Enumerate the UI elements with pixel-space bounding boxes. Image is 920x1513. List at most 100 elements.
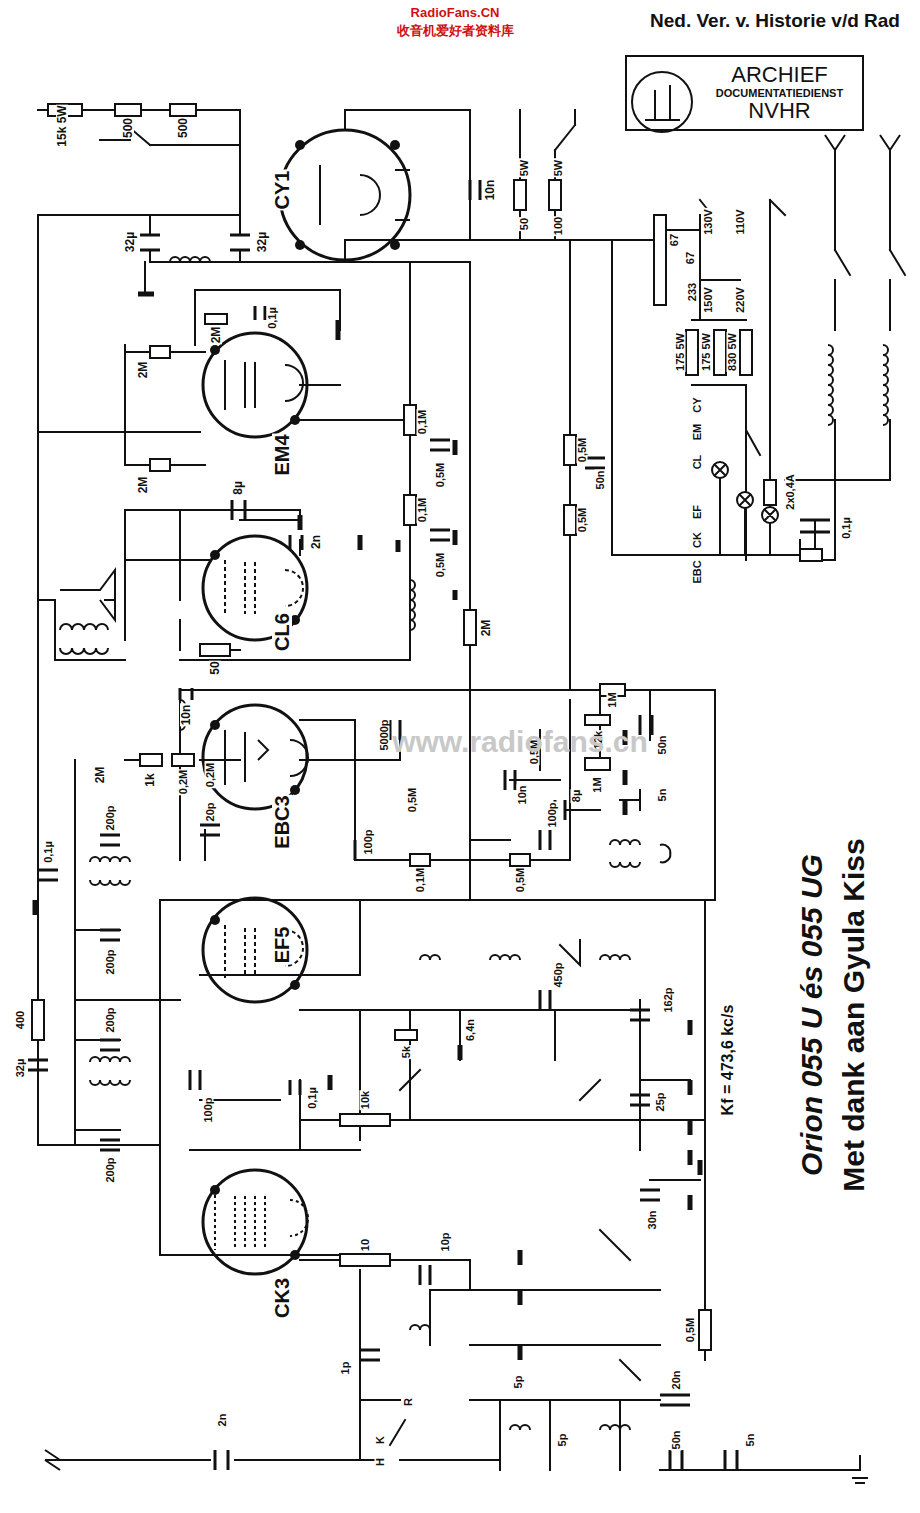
component-value: 20n: [671, 1370, 682, 1391]
component-value: 2n: [217, 1413, 228, 1428]
component-value: 20p: [205, 802, 216, 823]
component-value: 0,1µ: [267, 306, 278, 330]
component-value: 0,5M: [435, 552, 446, 578]
component-value: R: [403, 1397, 414, 1407]
component-value: 5p: [557, 1433, 568, 1448]
component-value: 6,4n: [465, 1018, 476, 1042]
component-value: 1p: [340, 1361, 351, 1376]
component-value: 32µ: [15, 1058, 26, 1079]
component-value: 50: [209, 660, 221, 675]
component-value: 0,5M: [577, 507, 588, 533]
stamp-text: DOCUMENTATIEDIENST: [703, 87, 856, 99]
component-value: 0,5M: [515, 867, 526, 893]
header-text: 收音机爱好者资料库: [396, 24, 515, 37]
component-value: 0,5M: [407, 787, 418, 813]
archive-stamp: ARCHIEFDOCUMENTATIEDIENSTNVHR: [625, 55, 864, 131]
watermark: www.radiofans.cn: [391, 727, 649, 757]
component-value: 5000p: [379, 718, 390, 751]
component-value: 1M: [592, 776, 603, 793]
credit-caption: Met dank aan Gyula Kiss: [839, 837, 869, 1192]
tube-name: EBC3: [272, 794, 292, 849]
component-value: H: [375, 1457, 386, 1467]
component-value: 130V: [703, 208, 714, 236]
tube-name: EM4: [272, 433, 292, 476]
component-value: 25p: [655, 1092, 666, 1113]
component-value: 15k 5W: [56, 104, 68, 147]
component-value: 2M: [137, 476, 149, 495]
component-value: CK: [692, 531, 703, 549]
stamp-text: ARCHIEF: [703, 63, 856, 87]
component-value: 100p: [203, 1096, 214, 1123]
component-value: 150V: [703, 286, 714, 314]
component-value: 10n: [484, 179, 496, 202]
component-value: 5W: [519, 159, 530, 178]
tube-name: CK3: [272, 1277, 292, 1319]
component-value: 2n: [310, 534, 322, 550]
tube-name: CY1: [272, 170, 292, 211]
component-value: 200p: [105, 948, 116, 975]
component-value: 0,1µ: [841, 516, 852, 540]
component-value: 32µ: [256, 231, 268, 253]
component-value: 100: [553, 216, 564, 236]
stamp-text: NVHR: [703, 99, 856, 123]
component-value: 5n: [745, 1433, 756, 1448]
component-value: 200p: [105, 1006, 116, 1033]
component-value: EM: [692, 423, 703, 442]
component-value: K: [375, 1435, 386, 1445]
component-value: 2x0,4A: [785, 473, 796, 510]
component-value: 30n: [647, 1210, 658, 1231]
component-value: 110V: [735, 208, 746, 235]
diagram-title: Orion 055 U és 055 UG: [797, 853, 827, 1177]
component-value: 67: [669, 233, 680, 247]
component-value: 5W: [553, 159, 564, 178]
tube-name: CL6: [272, 612, 292, 652]
component-value: 0,2M: [205, 762, 216, 788]
component-value: 2M: [94, 766, 106, 785]
component-value: 400: [15, 1010, 26, 1030]
component-value: 100p: [363, 828, 374, 855]
component-value: 0,5M: [577, 437, 588, 463]
component-value: 10k: [360, 1090, 371, 1110]
component-value: 8µ: [571, 789, 582, 803]
component-value: 200p: [105, 804, 116, 831]
component-value: 175 5W: [701, 332, 712, 372]
component-value: 220V: [735, 286, 746, 314]
component-value: 2M: [480, 619, 492, 638]
component-value: 5p: [513, 1375, 524, 1390]
component-value: 1k: [144, 772, 156, 787]
component-value: 500: [122, 117, 134, 139]
component-value: 450p: [553, 961, 564, 988]
component-value: 0,2M: [178, 769, 189, 795]
component-value: 0,1M: [415, 867, 426, 893]
component-value: 10n: [180, 704, 192, 727]
component-value: 500: [177, 117, 189, 139]
component-value: 162p: [663, 986, 674, 1013]
component-value: 0,1µ: [307, 1086, 318, 1110]
component-value: 233: [687, 282, 698, 302]
component-value: 0,5M: [435, 462, 446, 488]
component-value: EF: [692, 504, 703, 520]
component-value: 50: [519, 217, 530, 231]
component-value: CY: [692, 396, 703, 413]
component-value: 5k: [401, 1045, 412, 1059]
component-value: 10n: [517, 785, 528, 806]
component-value: 5n: [657, 788, 668, 803]
tube-name: EF5: [272, 926, 292, 965]
component-value: 67: [685, 251, 696, 265]
component-value: 1M: [607, 691, 618, 708]
component-value: 32µ: [124, 231, 136, 253]
component-value: 8µ: [232, 480, 244, 496]
component-value: 10p: [440, 1232, 451, 1253]
component-value: 200p: [105, 1156, 116, 1183]
component-value: 830 5W: [727, 332, 738, 372]
component-value: 0,5M: [685, 1317, 696, 1343]
component-value: EBC: [692, 559, 703, 584]
component-value: 50n: [657, 735, 668, 756]
component-value: 175 5W: [675, 332, 686, 372]
header-text: RadioFans.CN: [410, 6, 501, 19]
component-value: 0,1µ: [43, 840, 54, 864]
component-value: 0,1M: [417, 409, 428, 435]
component-value: 2M: [210, 326, 222, 345]
component-value: CL: [692, 454, 703, 471]
component-value: 100p: [547, 801, 558, 828]
